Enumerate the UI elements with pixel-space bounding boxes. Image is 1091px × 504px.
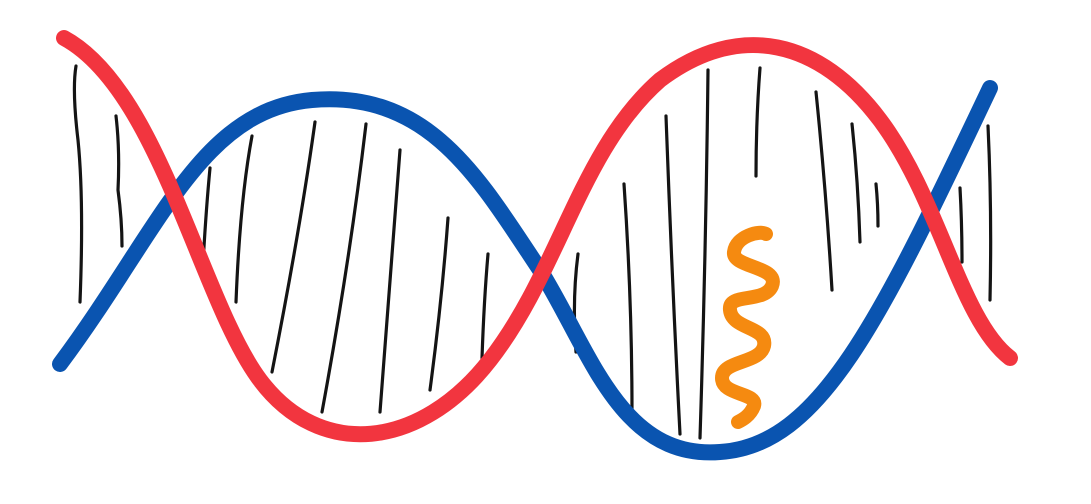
base-pair-line (72, 64, 84, 304)
base-pair-line (814, 90, 834, 292)
base-pair-line (698, 68, 710, 440)
base-pair-line (958, 186, 964, 264)
base-pair-line (754, 66, 762, 178)
base-pair-line (270, 120, 317, 374)
base-pair-line (622, 182, 634, 414)
red-strand (56, 30, 1018, 443)
base-pair-line (428, 216, 450, 392)
base-pair-line (664, 114, 682, 436)
base-pair-line (114, 114, 124, 248)
base-pair-line (986, 124, 993, 302)
base-pair-line (480, 252, 490, 360)
base-pair-line (850, 122, 862, 244)
base-pair-line (874, 182, 880, 228)
base-pair-line (378, 148, 402, 414)
base-pair-rungs (72, 64, 993, 440)
orange-squiggle (715, 225, 780, 429)
base-pair-line (234, 134, 254, 304)
base-pair-line (320, 122, 368, 414)
